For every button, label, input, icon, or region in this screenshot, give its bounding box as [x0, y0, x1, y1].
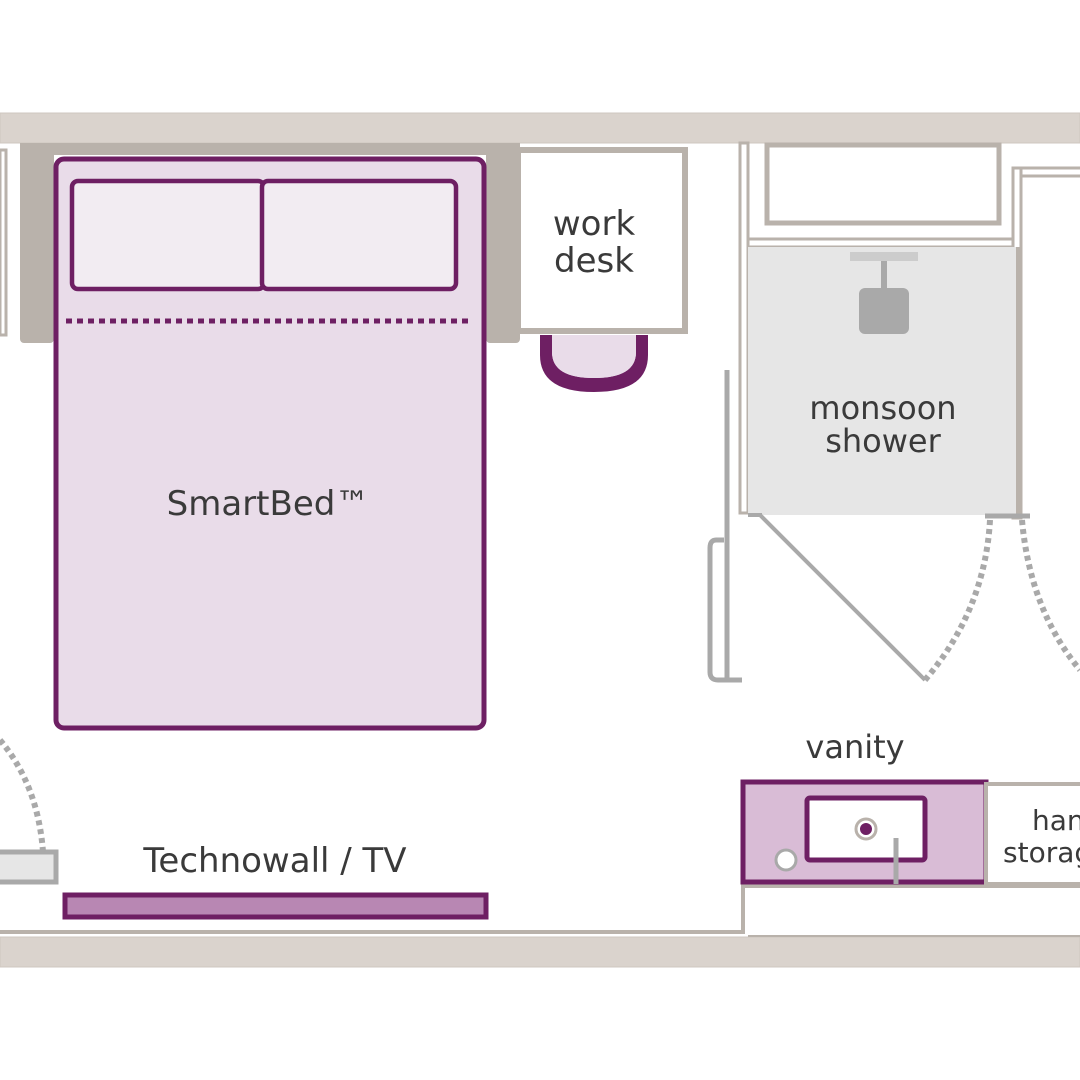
storage-label-line2: storag — [1003, 836, 1080, 869]
desk-top — [515, 147, 688, 334]
bathroom-door-swing — [1019, 519, 1080, 672]
shower-rail — [850, 252, 918, 261]
entry-door — [0, 738, 59, 885]
storage-box — [984, 782, 1080, 886]
headboard-right-post — [486, 143, 520, 343]
desk-label-line2: desk — [554, 241, 634, 281]
desk-label-line1: work — [553, 204, 636, 244]
bathroom-door — [707, 370, 742, 683]
entry-door-swing — [0, 738, 46, 853]
work-desk: work desk — [515, 147, 688, 392]
vanity: vanity — [740, 728, 989, 885]
bed-label: SmartBed™ — [167, 484, 370, 524]
vanity-knob — [774, 848, 798, 872]
right-room-top-wall — [1019, 166, 1080, 178]
bottom-room-wall — [0, 884, 1080, 934]
sink-drain-center — [860, 823, 872, 835]
pillow-left — [69, 178, 267, 292]
technowall: Technowall / TV — [62, 841, 489, 920]
walls — [0, 112, 1080, 968]
bathroom-wall-horizontal — [746, 237, 1022, 249]
bottom-wall — [0, 936, 1080, 968]
shower-arm — [881, 261, 887, 289]
shower-label-line1: monsoon — [809, 389, 956, 427]
shower-door-swing — [922, 519, 993, 682]
top-wall — [0, 112, 1080, 144]
smartbed: SmartBed™ — [53, 156, 487, 731]
desk-chair-seat — [552, 335, 636, 378]
desk-chair — [540, 335, 648, 392]
bathroom-shelf — [764, 142, 1002, 226]
storage-label-line1: han — [1032, 804, 1080, 837]
monsoon-shower: monsoon shower — [748, 247, 1080, 682]
hanging-storage: han storag — [984, 782, 1080, 886]
headboard-wall — [20, 143, 520, 155]
bed-frame — [53, 156, 487, 731]
shower-label-line2: shower — [825, 422, 941, 460]
headboard-left-post — [20, 143, 54, 343]
pillow-right — [259, 178, 459, 292]
entry-door-stop — [0, 849, 59, 885]
left-wall-sliver — [0, 148, 8, 337]
bathroom-wall-vertical — [738, 141, 750, 515]
tv-label: Technowall / TV — [142, 841, 406, 881]
shower-door — [758, 513, 927, 682]
shower-head — [859, 288, 909, 334]
vanity-label: vanity — [805, 728, 904, 766]
tv-bar — [62, 892, 489, 920]
towel-rail — [707, 537, 742, 683]
